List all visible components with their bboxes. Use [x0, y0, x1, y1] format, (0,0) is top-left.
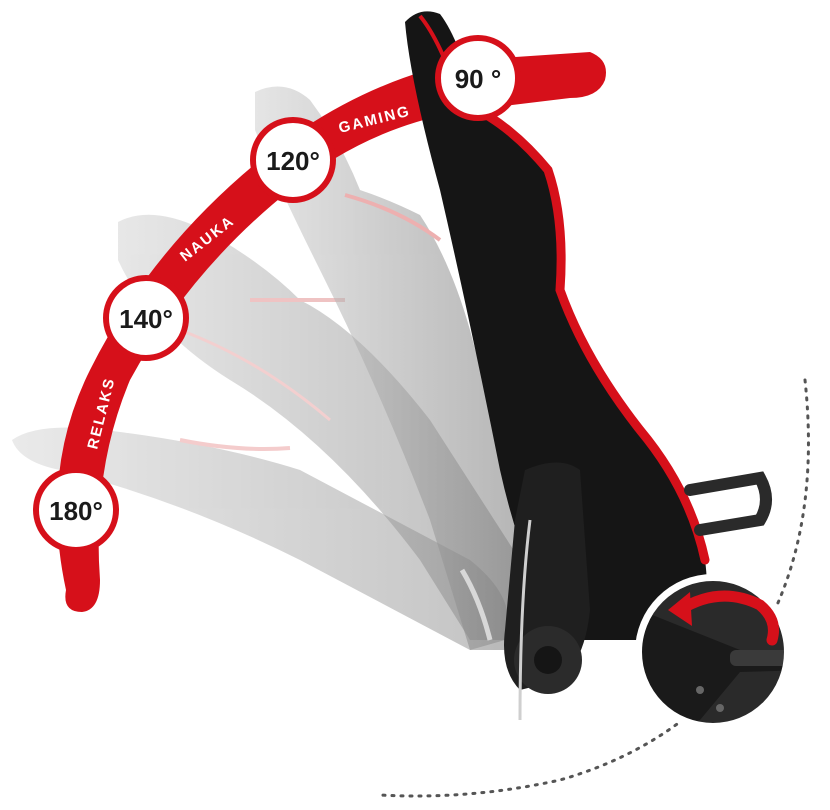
lever-detail-lens — [635, 574, 791, 730]
angle-label-180: 180° — [49, 496, 103, 526]
angle-label-120: 120° — [266, 146, 320, 176]
chair-upright — [405, 11, 772, 721]
angle-label-140: 140° — [119, 304, 173, 334]
rotation-dotted-arc — [378, 378, 810, 798]
angle-badge-90: 90 ° — [435, 35, 521, 121]
angle-badge-140: 140° — [103, 275, 189, 361]
ghost-chair-180 — [12, 427, 509, 650]
ghost-chair-120 — [255, 86, 521, 651]
angle-badge-120: 120° — [250, 117, 336, 203]
rotate-arrow-icon — [668, 590, 779, 646]
angle-badge-180: 180° — [33, 467, 119, 553]
angle-label-90: 90 ° — [455, 64, 502, 94]
